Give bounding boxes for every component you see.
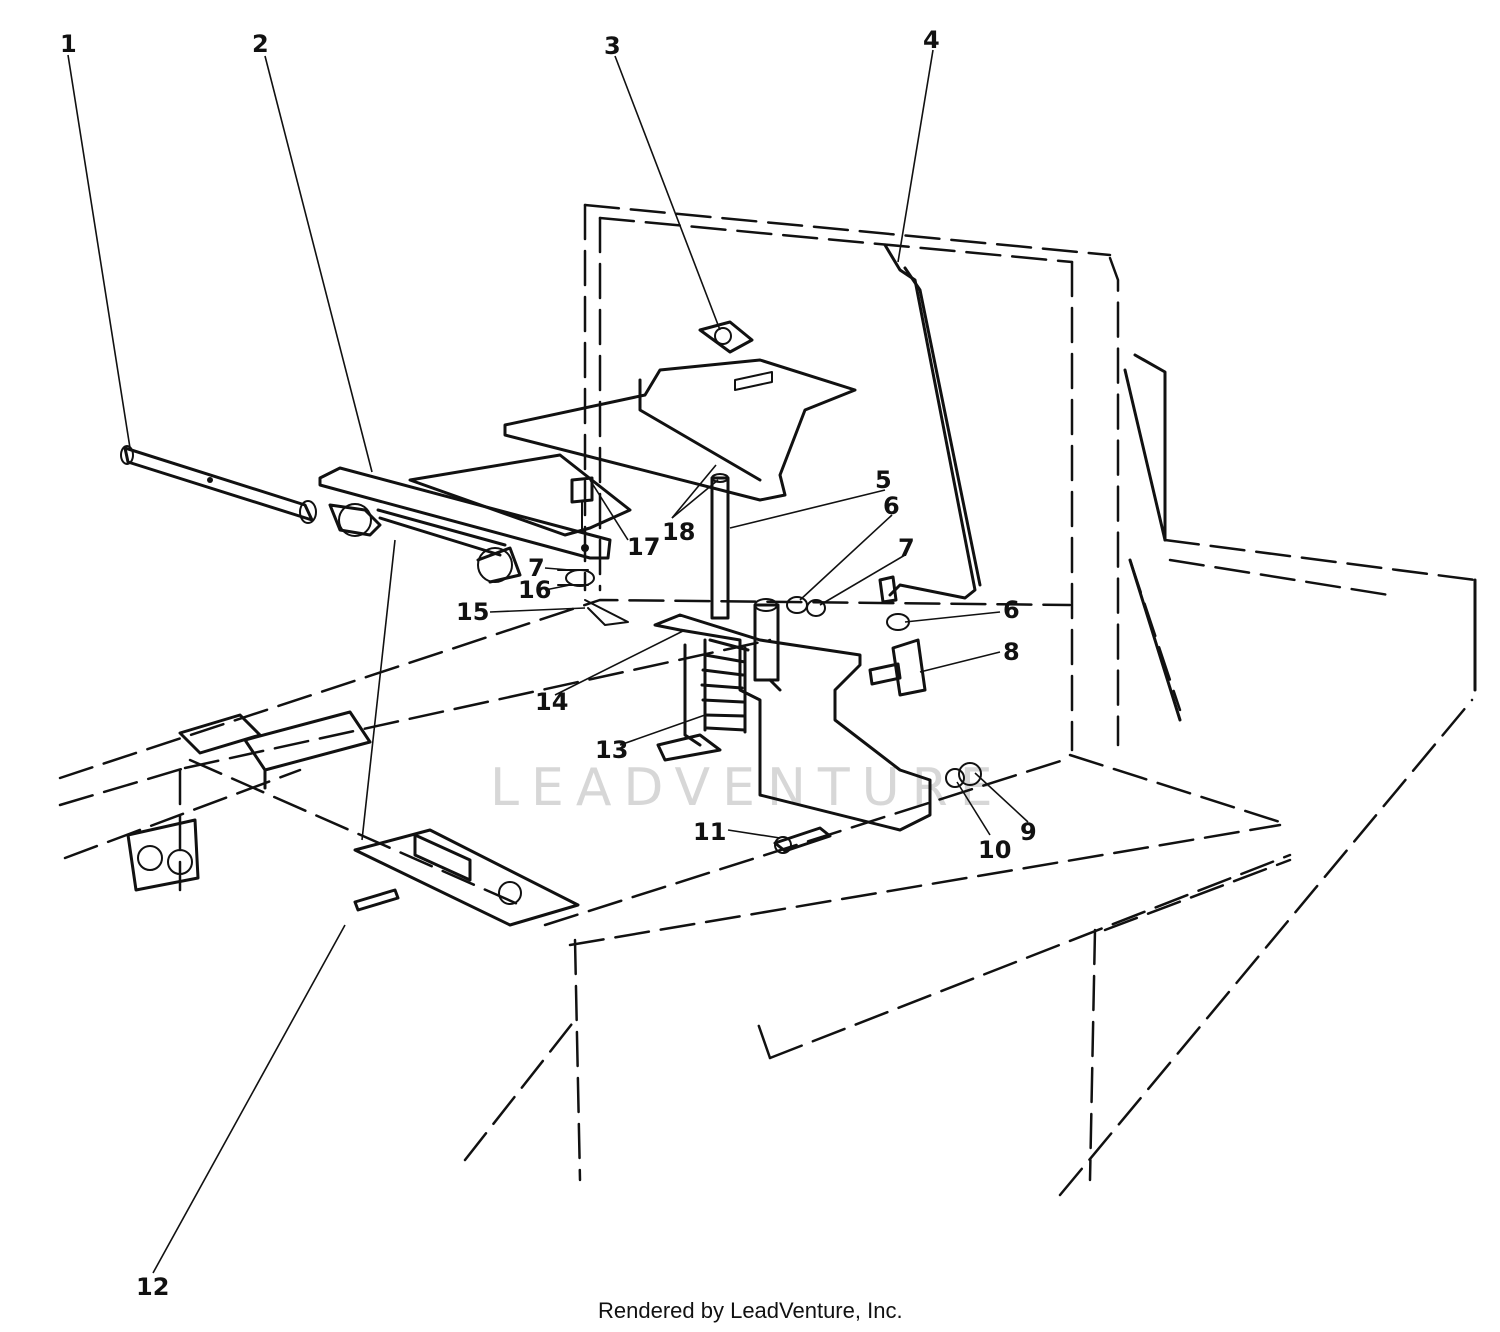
callout-11: 11 — [693, 818, 726, 846]
bushings — [328, 503, 522, 584]
callouts: 1 2 3 4 5 6 7 6 8 9 10 11 12 13 14 15 16… — [60, 26, 1037, 1301]
callout-7-right: 7 — [898, 534, 915, 562]
callout-13: 13 — [595, 736, 628, 764]
callout-17: 17 — [627, 533, 660, 561]
callout-6-lower: 6 — [1003, 596, 1020, 624]
callout-18: 18 — [662, 518, 695, 546]
callout-1: 1 — [60, 30, 77, 58]
shaft — [120, 445, 317, 524]
callout-3: 3 — [604, 32, 621, 60]
deck-plate — [408, 358, 857, 537]
callout-10: 10 — [978, 836, 1011, 864]
callout-4: 4 — [923, 26, 940, 54]
callout-12: 12 — [136, 1273, 169, 1301]
lift-arm — [318, 466, 612, 560]
hardware — [353, 320, 982, 927]
callout-5: 5 — [875, 466, 892, 494]
callout-14: 14 — [535, 688, 568, 716]
watermark: LEADVENTURE — [490, 758, 1005, 818]
mower-body — [58, 203, 1477, 1197]
credit-line: Rendered by LeadVenture, Inc. — [598, 1298, 903, 1323]
rod — [710, 473, 782, 692]
callout-7-left: 7 — [528, 554, 545, 582]
leader-lines — [67, 49, 1029, 1274]
callout-6-upper: 6 — [883, 492, 900, 520]
callout-2: 2 — [252, 30, 269, 58]
callout-16: 16 — [518, 576, 551, 604]
callout-8: 8 — [1003, 638, 1020, 666]
control-rod — [883, 243, 982, 600]
callout-9: 9 — [1020, 818, 1037, 846]
callout-15: 15 — [456, 598, 489, 626]
